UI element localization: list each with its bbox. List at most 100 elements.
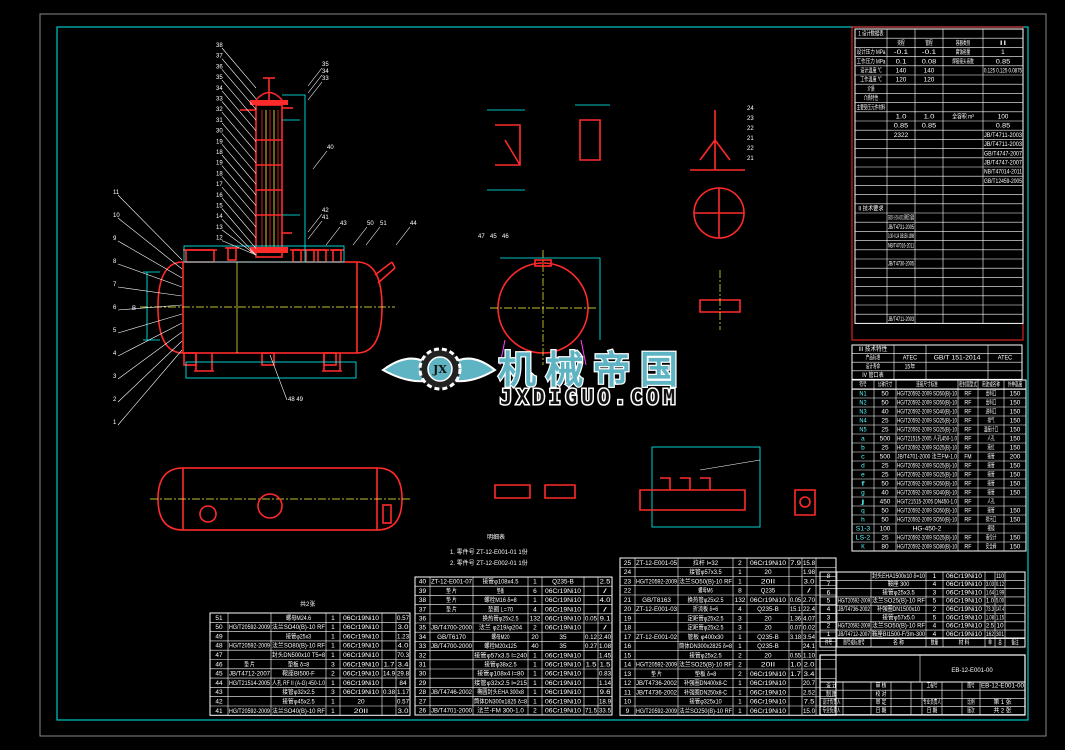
table-cell: 数量 (931, 639, 938, 647)
table-cell: 3.0 (398, 709, 410, 715)
table-cell: 法兰SO40(B)-10 RF (272, 623, 325, 631)
table-cell: 06Cr19Ni10 (750, 598, 787, 604)
table-cell: g (861, 491, 865, 497)
table-cell: 法兰SO250(B)-10 RF (679, 707, 732, 715)
table-cell: 20II (354, 709, 369, 715)
table-cell: 150 (1010, 410, 1022, 416)
table-cell: 06Cr19Ni10 (946, 632, 983, 638)
table-cell: 1.14 (599, 681, 612, 687)
table-cell: 鞍座BI500-F (282, 670, 315, 678)
table-cell: 制 图 (826, 690, 837, 698)
leader-line (307, 81, 323, 101)
table-cell: 06Cr19Ni10 (343, 690, 380, 696)
table-cell: 螺栓M20x125 (484, 642, 517, 650)
table-cell: 1 (533, 681, 537, 687)
table-cell: 设计寿命 (866, 362, 880, 370)
table-cell: 校 对 (876, 690, 887, 698)
table-cell: 46 (215, 662, 223, 668)
table-cell: 1.99 (996, 590, 1004, 596)
table-cell: 1 (533, 672, 537, 678)
table-cell: 图号 (967, 683, 974, 690)
table-cell: 0.55 (790, 653, 802, 659)
table-cell: 06Cr19Ni10 (545, 589, 582, 595)
table-cell: 51 (215, 616, 223, 622)
table-cell: EB-12-E001-00 (981, 684, 1025, 690)
table-cell: 3.4 (398, 662, 410, 668)
part-label: 9 (113, 236, 117, 242)
table-cell: 主要受压元件材料 (857, 103, 886, 111)
table-cell: 专业负责人 (823, 706, 841, 714)
table-cell: 1 (533, 663, 537, 669)
table-title: 明细表 (487, 533, 505, 541)
design-data-table-row: JB/T4731-2005 (855, 221, 1023, 231)
table-cell: RF (964, 428, 971, 434)
plan-manhole (382, 504, 392, 524)
table-cell: 10 (996, 624, 1004, 630)
watermark-en: JXDIGUO.COM (500, 385, 676, 409)
table-cell: HG/T21515-2005 DN450-1.0 (897, 500, 958, 506)
table-cell: 39 (419, 589, 427, 595)
table-cell: 0.05 (790, 598, 802, 604)
table-cell: 法兰SO40(B)-10 RF (272, 707, 325, 715)
table-cell: 1.64 (986, 590, 994, 596)
table-cell: 设计温度 ℃ (860, 67, 882, 75)
table-cell: 06Cr19Ni10 (750, 700, 787, 706)
table-cell: 06Cr19Ni10 (343, 644, 380, 650)
table-cell: 1 (331, 634, 335, 640)
table-cell: 14.9 (383, 672, 396, 678)
parts-table-header-row: 件号图号或标准号名 称数量材 料单总备注 (825, 639, 1019, 647)
table-cell: HG/T20592-2009 (838, 599, 870, 605)
note-2: 2. 零件号 ZT-12-E002-01 1份 (450, 559, 528, 567)
table-cell: 腐蚀裕量 (956, 48, 970, 56)
table-cell: 材 料 (959, 639, 970, 647)
table-cell: FM (964, 455, 971, 461)
table-cell: 法兰SO25(B)-10 RF (872, 597, 925, 605)
table-cell: / (603, 589, 607, 595)
table-cell: 150 (1010, 536, 1022, 542)
table-cell: II (999, 41, 1007, 47)
table-cell: 1.17 (397, 690, 410, 696)
table-cell: 06Cr19Ni10 (343, 662, 380, 668)
table-cell: 1.36 (790, 616, 802, 622)
table-cell: 06Cr19Ni10 (946, 599, 983, 605)
table-cell: ATEC (998, 356, 1013, 362)
table-cell: 36 (419, 617, 427, 623)
table-cell: HG/T20592-2009 SO50(B)-10 (897, 518, 957, 524)
table-cell: 22.4 (803, 607, 816, 613)
table-cell: 100 (998, 115, 1010, 121)
table-cell: 40 (419, 580, 427, 586)
table-cell: 图号或标准号 (843, 639, 865, 647)
table-cell: 4 (827, 607, 831, 613)
dimension-height (143, 271, 160, 341)
table-cell: RF (964, 491, 971, 497)
table-cell: 7.9 (790, 561, 802, 567)
table-cell: 4 (738, 607, 742, 613)
table-cell: 1.0 (986, 599, 995, 605)
table-cell: 管板 φ400x30 (688, 633, 725, 641)
leader-line (221, 101, 257, 142)
part-label: 2 (113, 397, 117, 403)
table-cell: JB/T4701-2000 (431, 709, 473, 715)
part-label: 48 49 (288, 397, 304, 403)
table-cell: 1.45 (599, 653, 612, 659)
table-cell: 1 (331, 709, 335, 715)
leader-line (221, 218, 257, 256)
leader-line (117, 313, 183, 334)
table-cell: 500 (880, 437, 892, 443)
table-cell: 06Cr19Ni10 (946, 624, 983, 630)
table-cell: 螺母M20 (492, 633, 510, 641)
table-cell: RF (964, 473, 971, 479)
